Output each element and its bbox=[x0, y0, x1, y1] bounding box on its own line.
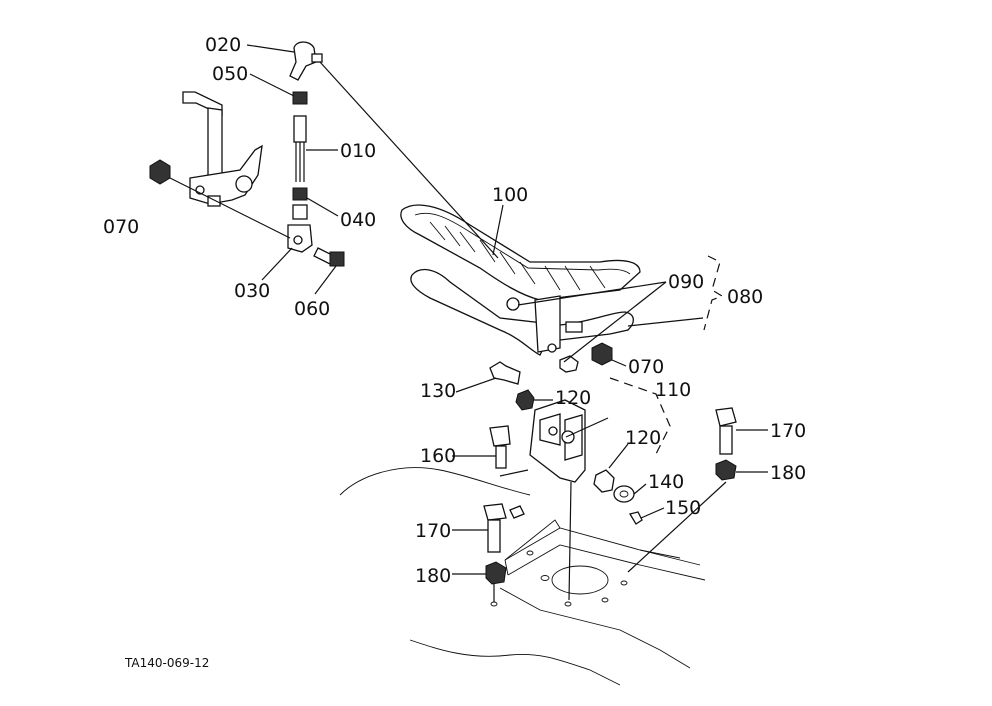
lever-bracket bbox=[149, 91, 291, 239]
label-090: 090 bbox=[668, 271, 704, 293]
label-070-right: 070 bbox=[628, 356, 664, 378]
label-070: 070 bbox=[103, 216, 139, 238]
rod-assembly bbox=[287, 41, 499, 267]
label-030: 030 bbox=[234, 280, 270, 302]
label-100: 100 bbox=[492, 184, 528, 206]
label-050: 050 bbox=[212, 63, 248, 85]
label-180-left: 180 bbox=[415, 565, 451, 587]
group-brackets bbox=[609, 255, 724, 457]
label-180-right: 180 bbox=[770, 462, 806, 484]
label-010: 010 bbox=[340, 140, 376, 162]
label-120-lower: 120 bbox=[625, 427, 661, 449]
bracket-110 bbox=[529, 399, 586, 601]
label-140: 140 bbox=[648, 471, 684, 493]
small-parts bbox=[483, 342, 737, 602]
reference-code: TA140-069-12 bbox=[124, 656, 209, 670]
label-130: 130 bbox=[420, 380, 456, 402]
label-150: 150 bbox=[665, 497, 701, 519]
floor-frame bbox=[339, 467, 706, 686]
label-160: 160 bbox=[420, 445, 456, 467]
pedal-arm-080 bbox=[410, 268, 634, 356]
pedal-100 bbox=[400, 204, 641, 301]
part-labels: 020 050 010 070 040 030 060 100 090 080 … bbox=[103, 34, 806, 670]
label-040: 040 bbox=[340, 209, 376, 231]
label-020: 020 bbox=[205, 34, 241, 56]
leader-lines bbox=[246, 44, 768, 575]
label-170-right: 170 bbox=[770, 420, 806, 442]
label-060: 060 bbox=[294, 298, 330, 320]
label-120-upper: 120 bbox=[555, 387, 591, 409]
label-110: 110 bbox=[655, 379, 691, 401]
label-080: 080 bbox=[727, 286, 763, 308]
label-170-left: 170 bbox=[415, 520, 451, 542]
